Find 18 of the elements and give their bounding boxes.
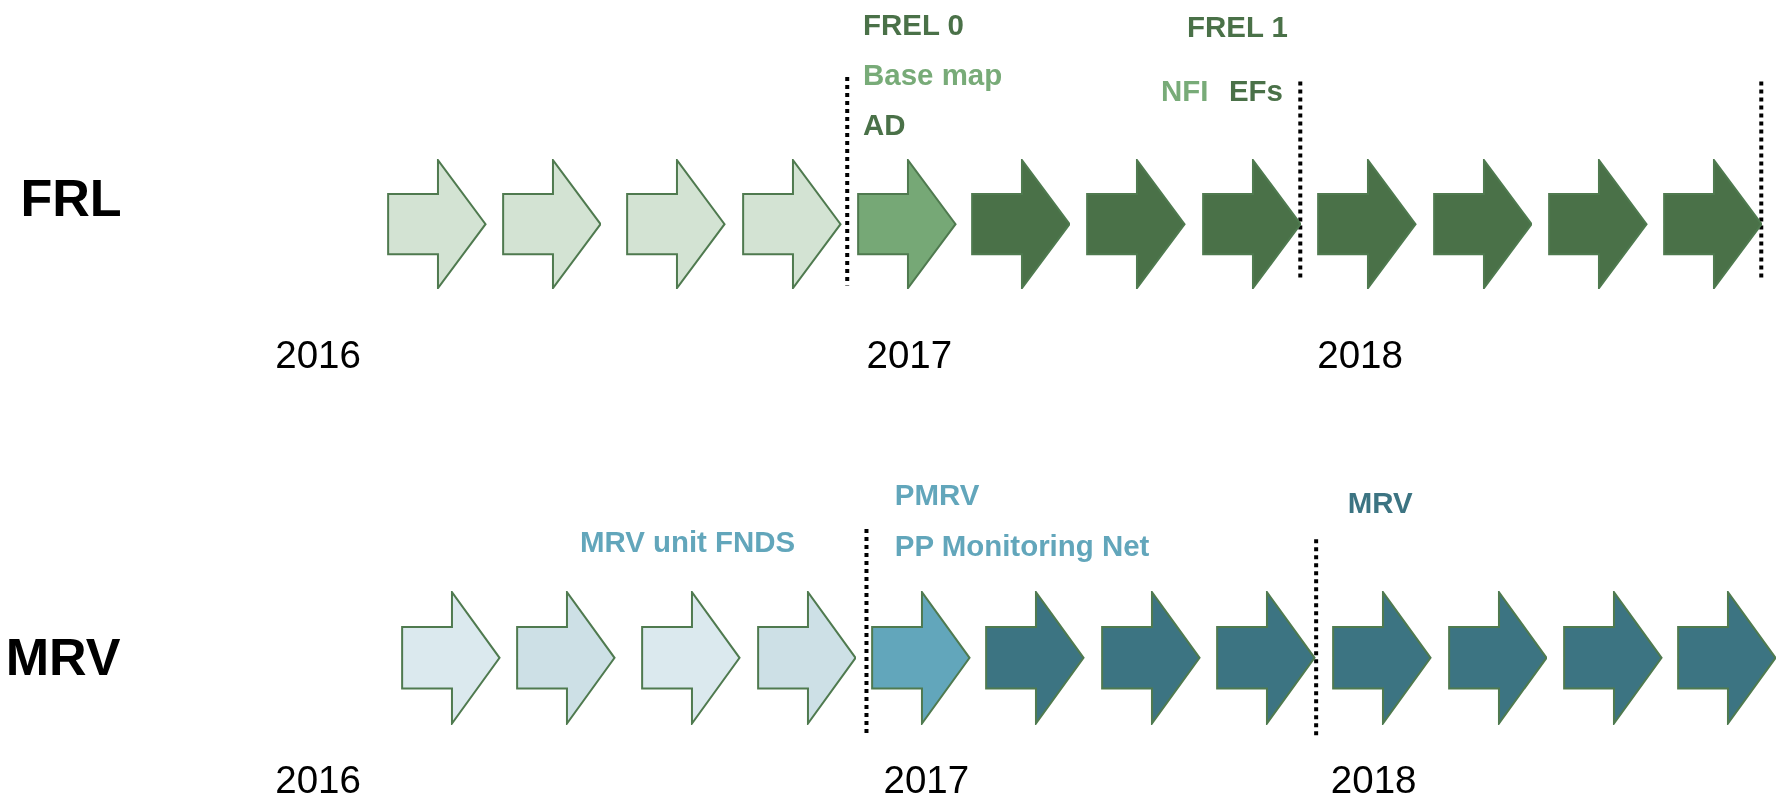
year-label: 2017 bbox=[866, 334, 953, 377]
milestone-label: EFs bbox=[1228, 74, 1283, 108]
year-label: 2018 bbox=[1317, 334, 1403, 377]
milestone-label: FREL 0 bbox=[863, 9, 964, 42]
milestone-label: PP Monitoring Net bbox=[894, 530, 1150, 563]
milestone-label: PMRV bbox=[894, 479, 980, 512]
year-label: 2016 bbox=[275, 758, 361, 802]
year-label: 2018 bbox=[1330, 758, 1417, 802]
row-label: FRL bbox=[20, 169, 122, 228]
milestone-label: NFI bbox=[1160, 74, 1209, 108]
milestone-label: Base map bbox=[863, 58, 1003, 92]
row-label: MRV bbox=[5, 628, 121, 686]
year-label: 2016 bbox=[275, 334, 361, 377]
milestone-label: MRV unit FNDS bbox=[579, 525, 796, 558]
milestone-label: AD bbox=[863, 108, 906, 142]
milestone-label: FREL 1 bbox=[1187, 11, 1288, 44]
milestone-label: MRV bbox=[1347, 487, 1413, 520]
year-label: 2017 bbox=[883, 758, 970, 802]
